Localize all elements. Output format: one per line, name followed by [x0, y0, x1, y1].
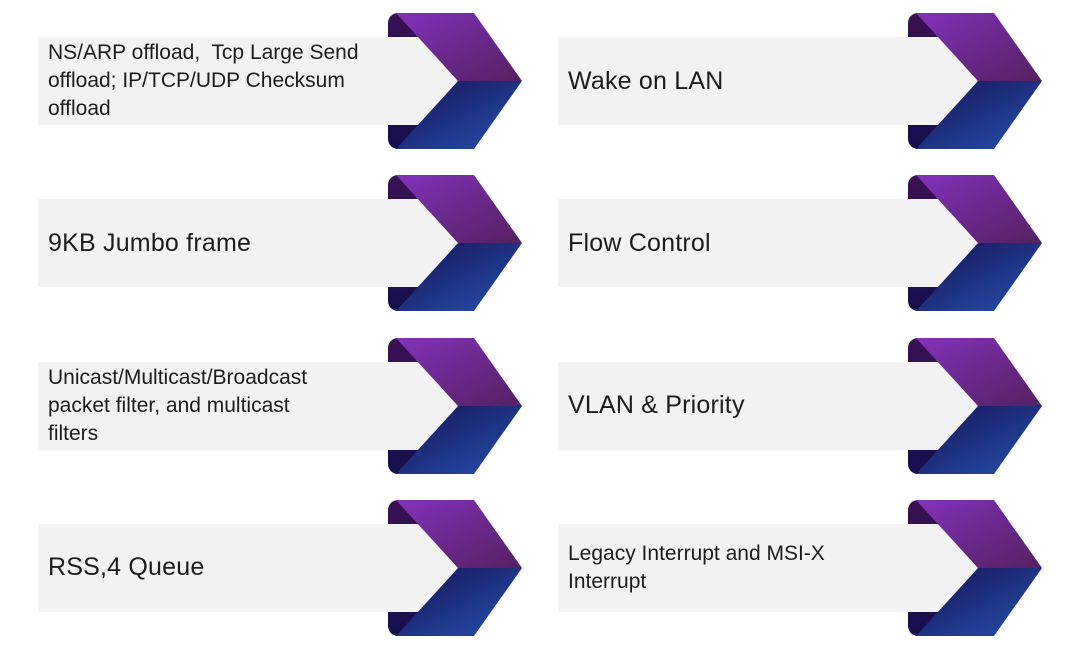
feature-item-offload: NS/ARP offload, Tcp Large Send offload; … [0, 0, 540, 162]
chevron-ribbon-arrow-icon [384, 13, 522, 150]
feature-label: VLAN & Priority [568, 390, 902, 421]
feature-label-line: packet filter, and multicast [48, 393, 290, 417]
feature-label-line: Unicast/Multicast/Broadcast [48, 365, 308, 389]
feature-label: NS/ARP offload, Tcp Large Send offload; … [48, 39, 382, 123]
feature-label: 9KB Jumbo frame [48, 228, 382, 259]
feature-bar: 9KB Jumbo frame [38, 199, 384, 288]
feature-item-vlan-priority: VLAN & Priority [540, 325, 1080, 487]
chevron-ribbon-arrow-icon [384, 337, 522, 474]
feature-bar: RSS,4 Queue [38, 523, 384, 612]
feature-label: Wake on LAN [568, 66, 902, 97]
feature-label-line: RSS,4 Queue [48, 553, 205, 582]
chevron-ribbon-arrow-icon [384, 499, 522, 636]
feature-label: Unicast/Multicast/Broadcast packet filte… [48, 364, 382, 448]
chevron-ribbon-arrow-icon [904, 175, 1042, 312]
feature-label-line: 9KB Jumbo frame [48, 228, 252, 257]
feature-item-wake-on-lan: Wake on LAN [540, 0, 1080, 162]
feature-label-line: NS/ARP offload, Tcp Large Send [48, 41, 359, 65]
feature-item-flow-control: Flow Control [540, 162, 1080, 324]
chevron-ribbon-arrow-icon [904, 499, 1042, 636]
feature-item-packet-filter: Unicast/Multicast/Broadcast packet filte… [0, 325, 540, 487]
feature-label-line: Interrupt [568, 569, 647, 593]
feature-bar: Wake on LAN [558, 37, 904, 126]
feature-bar: VLAN & Priority [558, 361, 904, 450]
feature-label: RSS,4 Queue [48, 552, 382, 583]
feature-label-line: offload; IP/TCP/UDP Checksum [48, 69, 345, 93]
feature-label-line: offload [48, 97, 111, 121]
chevron-ribbon-arrow-icon [904, 13, 1042, 150]
feature-item-rss-queue: RSS,4 Queue [0, 487, 540, 649]
feature-item-jumbo-frame: 9KB Jumbo frame [0, 162, 540, 324]
feature-bar: Flow Control [558, 199, 904, 288]
feature-label-line: Legacy Interrupt and MSI-X [568, 541, 825, 565]
feature-item-interrupt: Legacy Interrupt and MSI-X Interrupt [540, 487, 1080, 649]
chevron-ribbon-arrow-icon [384, 175, 522, 312]
feature-bar: Legacy Interrupt and MSI-X Interrupt [558, 523, 904, 612]
feature-bar: Unicast/Multicast/Broadcast packet filte… [38, 361, 384, 450]
feature-label-line: Flow Control [568, 228, 711, 257]
feature-label-line: VLAN & Priority [568, 391, 745, 420]
chevron-ribbon-arrow-icon [904, 337, 1042, 474]
feature-label-line: Wake on LAN [568, 66, 724, 95]
feature-label: Flow Control [568, 228, 902, 259]
feature-label-line: filters [48, 421, 99, 445]
feature-label: Legacy Interrupt and MSI-X Interrupt [568, 540, 902, 596]
feature-bar: NS/ARP offload, Tcp Large Send offload; … [38, 37, 384, 126]
